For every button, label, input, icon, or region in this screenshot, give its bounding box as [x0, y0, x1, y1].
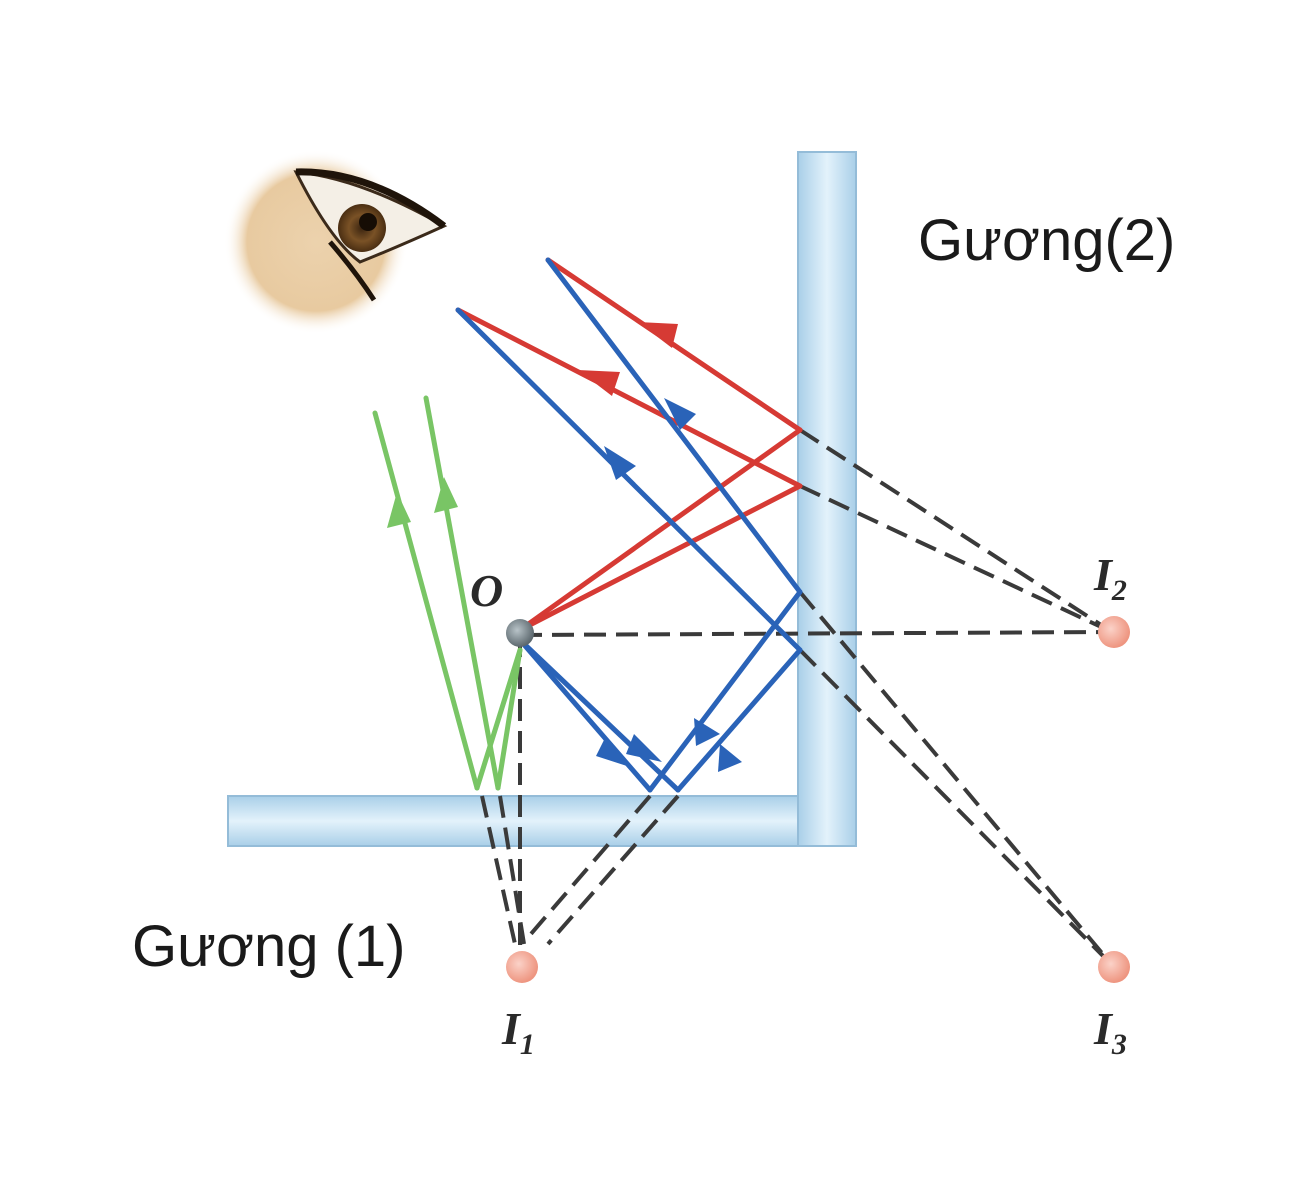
- mirror-1-label: Gương (1): [132, 914, 406, 979]
- image-point-3: [1098, 951, 1130, 983]
- red-ray-1-reflected: [545, 257, 803, 433]
- dashed-line-mirror2-i2-a: [798, 428, 1114, 634]
- image-1-letter: I: [501, 1003, 522, 1054]
- red-ray-1-incident: [517, 427, 803, 633]
- dashed-line-green-i1-b: [498, 795, 526, 945]
- mirror-2-label: Gương(2): [918, 208, 1175, 273]
- green-arrow-1: [387, 492, 411, 528]
- green-ray-1-incident: [474, 647, 523, 791]
- red-arrow-1: [638, 322, 678, 348]
- object-label: O: [470, 565, 503, 616]
- mirror-2: [797, 151, 857, 847]
- blue-ray-2-to-eye: [455, 307, 803, 653]
- green-rays: [372, 395, 523, 791]
- red-arrowheads: [578, 322, 678, 396]
- image-1-subscript: 1: [520, 1028, 535, 1061]
- object-point: [506, 619, 534, 647]
- mirror-1: [227, 795, 857, 847]
- red-rays: [455, 257, 803, 633]
- image-2-letter: I: [1093, 549, 1114, 600]
- blue-arrow-4: [718, 744, 742, 772]
- image-1-label: I1: [501, 1003, 535, 1061]
- blue-ray-1-to-mirror1: [517, 637, 653, 793]
- blue-arrow-3: [694, 718, 720, 746]
- green-ray-1-reflected: [372, 410, 480, 791]
- blue-rays: [455, 257, 803, 793]
- red-arrow-2: [578, 370, 620, 396]
- eye-icon: [224, 150, 448, 334]
- dashed-line-mirror2-i2-b: [799, 484, 1113, 634]
- red-ray-2-incident: [517, 483, 803, 633]
- image-3-subscript: 3: [1111, 1028, 1127, 1061]
- image-point-2: [1098, 616, 1130, 648]
- image-2-label: I2: [1093, 549, 1127, 607]
- image-3-label: I3: [1093, 1003, 1127, 1061]
- red-ray-2-reflected: [455, 307, 803, 489]
- image-3-letter: I: [1093, 1003, 1114, 1054]
- dashed-line-o-i2: [519, 630, 1113, 637]
- construction-lines: [480, 428, 1114, 967]
- green-ray-2-reflected: [423, 395, 501, 791]
- blue-arrowheads: [596, 398, 742, 772]
- image-2-subscript: 2: [1111, 574, 1127, 607]
- green-arrow-2: [434, 477, 458, 513]
- dashed-line-mirror2-i3-b: [798, 648, 1114, 967]
- blue-arrow-5: [664, 398, 696, 430]
- blue-arrow-6: [604, 446, 636, 480]
- green-ray-2-incident: [495, 647, 523, 791]
- blue-ray-2-to-mirror1: [517, 637, 681, 793]
- blue-ray-2-to-mirror2: [675, 647, 803, 793]
- blue-arrow-1: [596, 736, 630, 767]
- dashed-line-mirror2-i3-a: [798, 590, 1114, 967]
- image-point-1: [506, 951, 538, 983]
- dashed-line-green-i1-a: [480, 795, 517, 945]
- blue-arrow-2: [626, 734, 662, 762]
- green-arrowheads: [387, 477, 458, 528]
- blue-ray-1-to-eye: [545, 257, 803, 595]
- dashed-line-mirror1-i1-a: [546, 794, 680, 946]
